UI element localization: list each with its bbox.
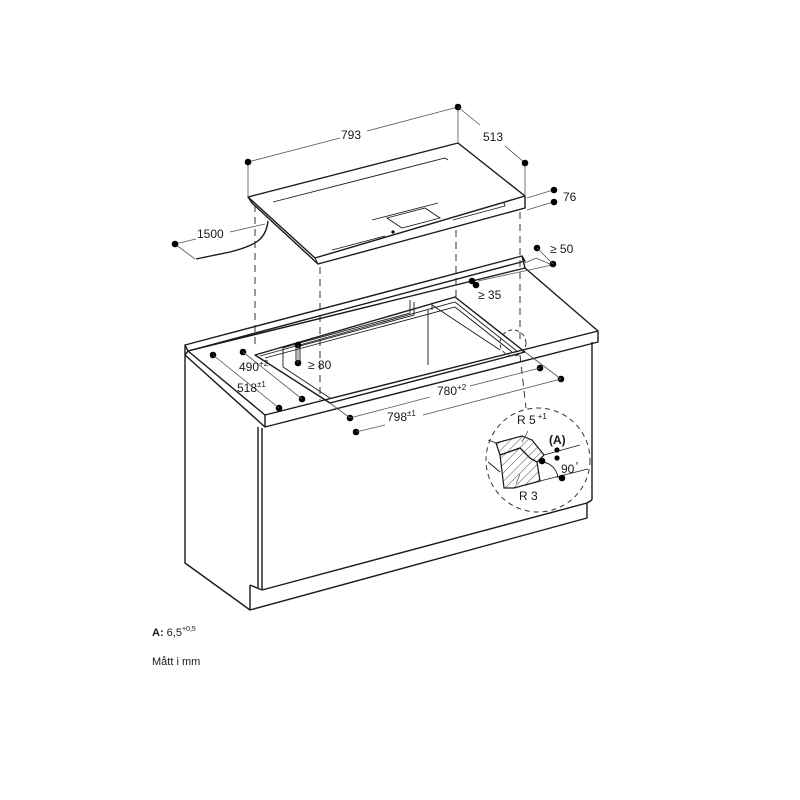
note-a-label: A: bbox=[152, 627, 164, 639]
dim-hob-width: 793 bbox=[244, 103, 462, 197]
worktop-cutout bbox=[254, 296, 526, 404]
dim-hob-height: 76 bbox=[526, 186, 577, 211]
note-a-sup: +0,5 bbox=[181, 626, 196, 633]
label-90deg: 90° bbox=[561, 461, 579, 476]
label-76: 76 bbox=[563, 190, 577, 204]
label-r3: R 3 bbox=[519, 489, 538, 503]
dim-front-clearance: ≥ 80 bbox=[294, 341, 332, 372]
detail-marker-circle bbox=[499, 329, 527, 357]
label-r5: R 5+1 bbox=[517, 412, 547, 427]
label-490: 490+2 bbox=[239, 359, 269, 374]
label-518: 518±1 bbox=[237, 380, 266, 395]
note-units: Mått i mm bbox=[152, 656, 201, 668]
dim-side-clearance: ≥ 35 bbox=[468, 277, 502, 302]
label-793: 793 bbox=[341, 128, 361, 142]
label-798: 798±1 bbox=[387, 409, 416, 424]
label-780: 780+2 bbox=[437, 383, 467, 398]
cabinet bbox=[184, 255, 599, 611]
dim-cutout-width: 780+2 798±1 bbox=[329, 351, 565, 436]
label-a-marker: (A) bbox=[549, 433, 566, 447]
dim-rear-clearance: ≥ 50 bbox=[477, 242, 574, 282]
label-513: 513 bbox=[483, 130, 503, 144]
label-ge-35: ≥ 35 bbox=[478, 288, 502, 302]
projection-lines bbox=[254, 205, 527, 409]
label-ge-50: ≥ 50 bbox=[550, 242, 574, 256]
note-a-tolerance: A: 6,5+0,5 bbox=[152, 626, 196, 639]
label-ge-80: ≥ 80 bbox=[308, 358, 332, 372]
dim-hob-depth: 513 bbox=[457, 106, 529, 196]
note-a-value: 6,5 bbox=[166, 627, 182, 639]
power-cable bbox=[195, 220, 269, 260]
edge-detail: R 5+1 (A) 90° R 3 bbox=[485, 407, 591, 513]
dim-cable-length: 1500 bbox=[171, 223, 266, 260]
label-1500: 1500 bbox=[197, 227, 224, 241]
cooktop bbox=[247, 142, 526, 265]
dim-cutout-depth: 490+2 518±1 bbox=[209, 348, 306, 412]
